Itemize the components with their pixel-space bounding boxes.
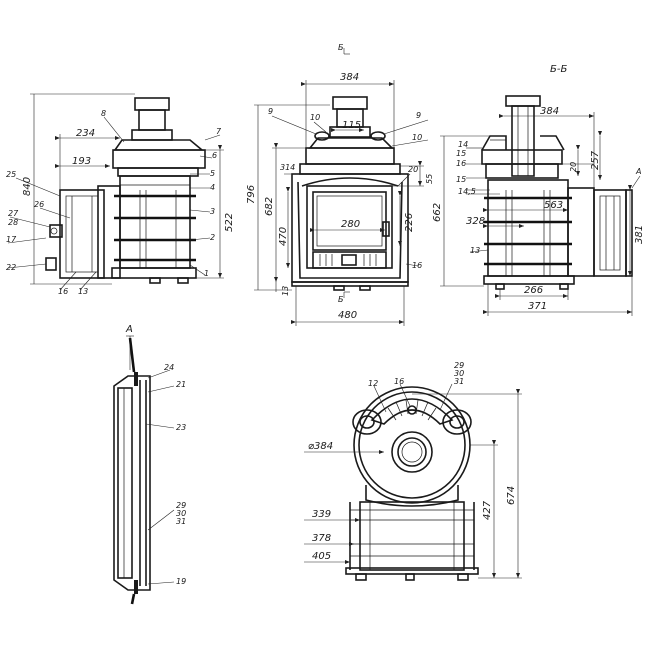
callout-16-left: 16 — [58, 287, 68, 296]
dim-405: 405 — [312, 551, 331, 562]
section-title: Б-Б — [550, 64, 567, 75]
front-view — [254, 48, 429, 326]
callout-30-top: 30 — [454, 369, 464, 378]
dim-226: 226 — [404, 213, 415, 232]
dim-384-front: 384 — [340, 72, 359, 83]
dim-480: 480 — [338, 310, 357, 321]
callout-29-top: 29 — [454, 361, 464, 370]
dim-662: 662 — [432, 203, 443, 222]
left-side-view — [7, 93, 224, 291]
dim-339: 339 — [312, 509, 331, 520]
dim-14-5: 14,5 — [458, 187, 476, 196]
dim-280: 280 — [341, 219, 360, 230]
callout-22: 22 — [6, 263, 16, 272]
callout-7: 7 — [216, 127, 222, 136]
dim-257: 257 — [590, 150, 601, 170]
callout-9-right: 9 — [416, 111, 421, 120]
dim-234: 234 — [76, 128, 95, 139]
dim-384-section: 384 — [540, 106, 559, 117]
callout-19: 19 — [176, 577, 186, 586]
section-marker-top: Б — [338, 43, 344, 52]
dim-371: 371 — [528, 301, 547, 312]
callout-26: 26 — [34, 200, 44, 209]
view-a-marker-section: A — [635, 167, 641, 176]
dim-378: 378 — [312, 533, 331, 544]
dim-427: 427 — [482, 500, 493, 520]
callout-16-top: 16 — [394, 377, 404, 386]
dim-193: 193 — [72, 156, 91, 167]
callout-20-front: 20 — [408, 165, 418, 174]
top-view — [304, 383, 522, 581]
callout-10-left: 10 — [310, 113, 320, 122]
dim-15-b: 15 — [456, 175, 466, 184]
dim-328: 328 — [466, 216, 485, 227]
callout-30-view-a: 30 — [176, 509, 186, 518]
dim-diameter-384: ⌀384 — [308, 441, 333, 452]
dim-840: 840 — [22, 177, 33, 196]
callout-12: 12 — [368, 379, 378, 388]
dim-381: 381 — [634, 225, 645, 244]
callout-2: 2 — [210, 233, 215, 242]
callout-21: 21 — [176, 380, 186, 389]
callout-29-view-a: 29 — [176, 501, 186, 510]
dim-266: 266 — [524, 285, 543, 296]
view-a-label: A — [125, 324, 133, 335]
callout-9-left: 9 — [268, 107, 273, 116]
callout-17: 17 — [6, 235, 17, 244]
view-a — [113, 335, 175, 605]
callout-1: 1 — [204, 269, 209, 278]
callout-31-view-a: 31 — [176, 517, 186, 526]
callout-16-front: 16 — [412, 261, 422, 270]
dim-796: 796 — [246, 185, 257, 204]
callout-4: 4 — [210, 183, 215, 192]
callout-24: 24 — [164, 363, 174, 372]
callout-31-top: 31 — [454, 377, 464, 386]
callout-13-left: 13 — [78, 287, 88, 296]
dim-20: 20 — [569, 162, 578, 172]
callout-3: 3 — [210, 207, 215, 216]
callout-6: 6 — [212, 151, 217, 160]
section-view — [440, 95, 641, 316]
dim-15-a: 15 — [456, 149, 466, 158]
dim-55: 55 — [425, 174, 434, 184]
callout-5: 5 — [210, 169, 215, 178]
dim-470: 470 — [278, 227, 289, 246]
callout-23: 23 — [176, 423, 186, 432]
dim-115: 115 — [342, 120, 361, 131]
dim-13-front: 13 — [281, 286, 290, 296]
dim-563: 563 — [544, 200, 563, 211]
section-marker-bottom: Б — [338, 295, 344, 304]
callout-8: 8 — [101, 109, 106, 118]
dim-522: 522 — [224, 213, 235, 232]
dim-682: 682 — [264, 197, 275, 216]
dim-674: 674 — [506, 486, 517, 505]
callout-25: 25 — [6, 170, 16, 179]
callout-10-right: 10 — [412, 133, 422, 142]
callout-27: 27 — [8, 209, 19, 218]
dim-16: 16 — [456, 159, 466, 168]
dim-14: 14 — [458, 140, 468, 149]
callout-28: 28 — [8, 218, 18, 227]
dim-314: 314 — [280, 163, 295, 172]
callout-13-section: 13 — [470, 246, 480, 255]
